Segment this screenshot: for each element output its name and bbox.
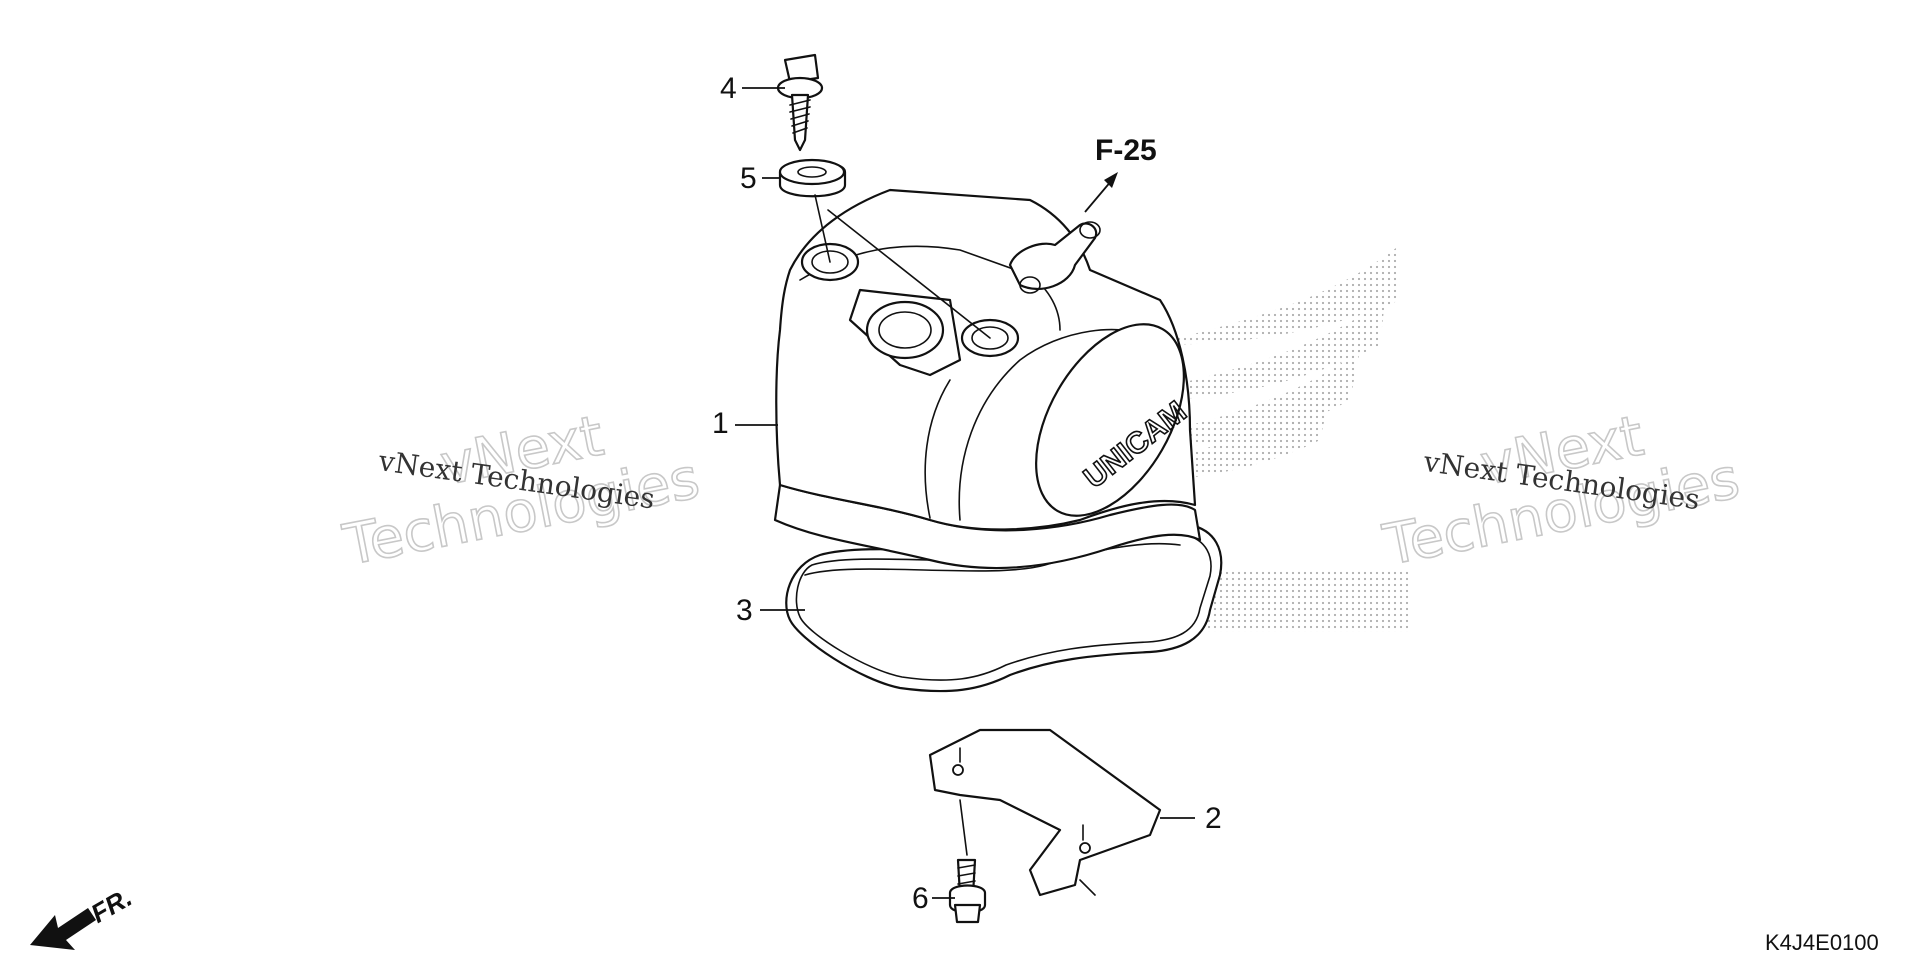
arrow-icon [1104,172,1118,188]
front-direction-indicator: FR. [30,882,137,950]
callout-4: 4 [720,72,737,105]
part-plate-2 [928,728,1162,897]
leader-lines [735,87,1195,899]
callout-2: 2 [1205,802,1222,835]
diagram-code: K4J4E0100 [1765,930,1879,955]
callout-1: 1 [712,407,729,440]
part-washer-5 [778,158,847,198]
part-cylinder-head-cover: UNICAM [773,188,1202,570]
callout-3: 3 [736,594,753,627]
watermark-left: vNext Technologies vNext Technologies [337,403,705,580]
callout-5: 5 [740,162,757,195]
assembly-line [814,194,991,339]
callout-6: 6 [912,882,929,915]
reference-label: F-25 [1095,134,1157,167]
part-bolt-4 [776,53,824,152]
part-bolt-6 [948,799,987,924]
watermark-right: vNext Technologies vNext Technologies [1377,403,1745,580]
front-arrow-icon [30,908,96,950]
front-label: FR. [86,882,137,929]
